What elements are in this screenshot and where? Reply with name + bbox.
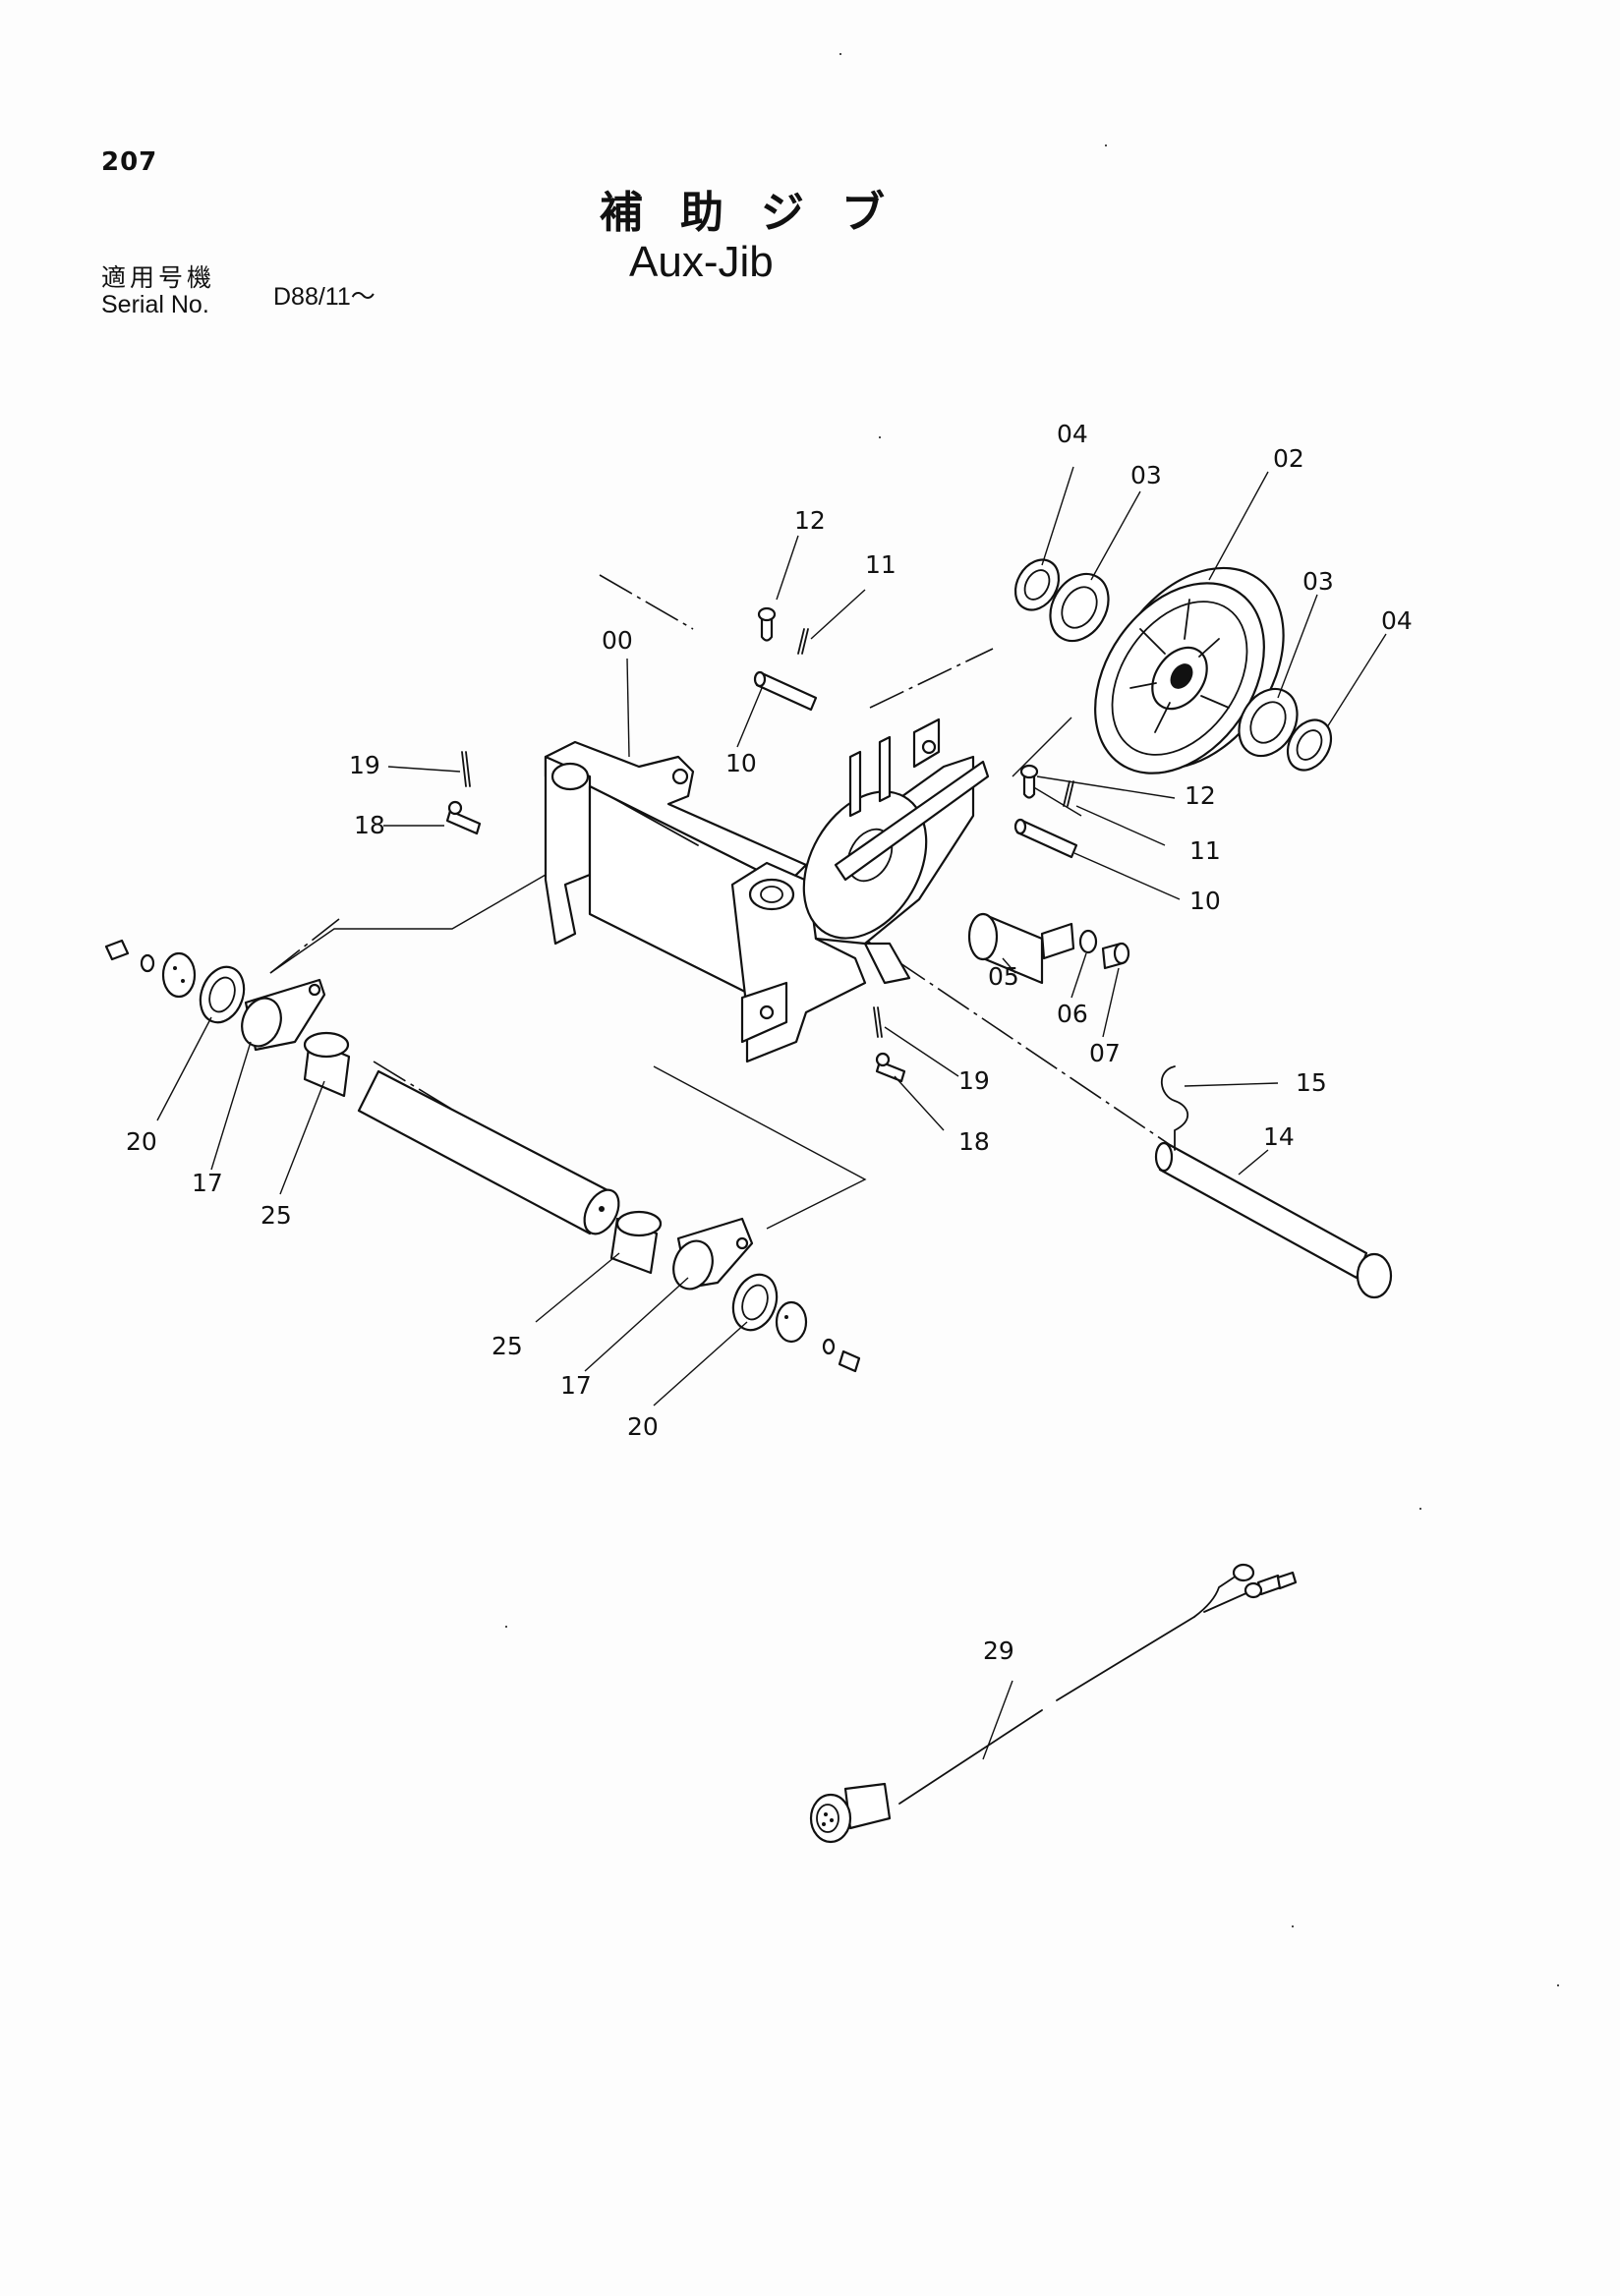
- leader-lines: [156, 466, 1387, 1760]
- part-03-bearing-upper: [1049, 572, 1110, 643]
- part-02-sheave: [1094, 566, 1285, 775]
- part-25-bushing-right: [609, 1210, 663, 1275]
- callout-17-left: 17: [192, 1169, 223, 1197]
- page-title-english: Aux-Jib: [629, 238, 774, 286]
- part-04-collar-upper: [1013, 558, 1061, 611]
- callout-11-lower: 11: [1189, 836, 1221, 865]
- part-00-jib-frame: [544, 718, 990, 1063]
- scan-specks: [505, 53, 1559, 1986]
- callout-labels: 00 02 03 03 04 04 05 06 07 10 10 11 11 1…: [126, 420, 1413, 1665]
- page-title-japanese: 補助ジブ: [600, 188, 922, 238]
- part-19-pin-lower: [873, 1006, 883, 1038]
- callout-06: 06: [1057, 1000, 1088, 1028]
- callout-00: 00: [602, 626, 633, 655]
- part-07-bolt: [1101, 942, 1130, 970]
- callout-18-lower: 18: [958, 1127, 990, 1156]
- callout-25-left: 25: [260, 1201, 292, 1230]
- callout-04-lower: 04: [1381, 606, 1413, 635]
- fastener-left: [104, 939, 197, 999]
- callout-15: 15: [1296, 1068, 1327, 1097]
- part-20-washer-left: [199, 965, 246, 1024]
- callout-20-right: 20: [627, 1412, 659, 1441]
- callout-25-right: 25: [492, 1332, 523, 1360]
- part-11-cotter-lower: [1063, 780, 1074, 807]
- callout-07: 07: [1089, 1039, 1121, 1067]
- fastener-right: [775, 1300, 861, 1373]
- part-12-pin-cap-upper: [757, 606, 777, 642]
- callout-03-lower: 03: [1302, 567, 1334, 596]
- callout-03-upper: 03: [1130, 461, 1162, 489]
- callout-18-upper: 18: [354, 811, 385, 839]
- part-17-plate-left: [241, 978, 326, 1052]
- part-18-clip-lower: [875, 1052, 906, 1083]
- part-29-cable-harness: [809, 1563, 1298, 1844]
- part-04-collar-lower: [1286, 718, 1333, 772]
- part-14-long-pin: [1154, 1141, 1393, 1299]
- part-15-r-pin: [1160, 1065, 1189, 1151]
- callout-29: 29: [983, 1636, 1014, 1665]
- callout-04-upper: 04: [1057, 420, 1088, 448]
- part-18-clip-upper: [445, 800, 482, 835]
- part-05-shaft: [967, 912, 1075, 985]
- callout-12-upper: 12: [794, 506, 826, 535]
- callout-14: 14: [1263, 1122, 1295, 1151]
- callout-19-lower: 19: [958, 1066, 990, 1095]
- part-20-washer-right: [731, 1273, 779, 1332]
- serial-number-value: D88/11～: [273, 283, 376, 311]
- serial-label-japanese: 適用号機: [101, 263, 216, 292]
- callout-10-upper: 10: [725, 749, 757, 777]
- page-number: 207: [101, 147, 158, 177]
- callout-11-upper: 11: [865, 550, 897, 579]
- callout-12-lower: 12: [1185, 781, 1216, 810]
- callout-10-lower: 10: [1189, 887, 1221, 915]
- callout-19-upper: 19: [349, 751, 380, 779]
- part-25-bushing-left: [303, 1031, 351, 1098]
- callout-20-left: 20: [126, 1127, 157, 1156]
- part-19-pin-upper: [461, 751, 471, 787]
- part-11-cotter-upper: [797, 628, 809, 655]
- part-17-plate-right: [672, 1217, 754, 1291]
- serial-label-english: Serial No.: [101, 291, 209, 318]
- part-25-tube: [357, 1069, 620, 1235]
- callout-02: 02: [1273, 444, 1304, 473]
- part-10-pin-lower: [1013, 818, 1078, 859]
- part-12-pin-cap-lower: [1019, 764, 1039, 799]
- part-06-washer: [1078, 929, 1098, 954]
- callout-17-right: 17: [560, 1371, 592, 1400]
- callout-05: 05: [988, 962, 1019, 991]
- part-10-pin-upper: [753, 670, 818, 712]
